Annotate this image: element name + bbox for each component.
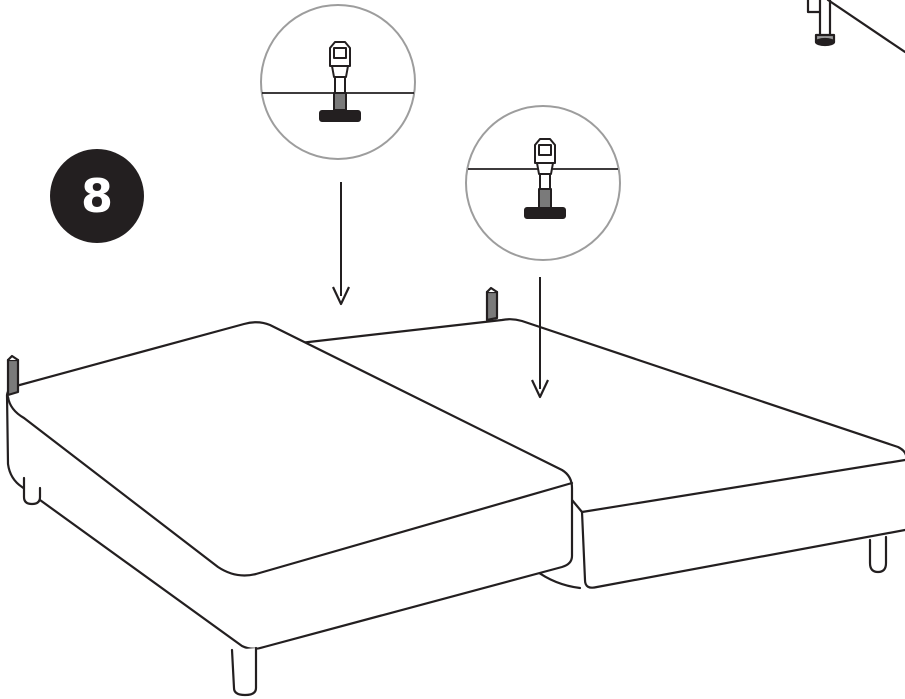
detail-left bbox=[261, 5, 415, 159]
right-base-leg bbox=[870, 537, 886, 572]
arrow-down-icon bbox=[532, 277, 548, 397]
left-bed-base bbox=[7, 322, 572, 695]
arrow-down-icon bbox=[333, 182, 349, 304]
detail-right bbox=[466, 106, 620, 260]
partial-frame-corner bbox=[808, 0, 905, 52]
right-base-bracket bbox=[487, 288, 497, 320]
left-base-leg-front bbox=[232, 648, 256, 695]
left-base-bracket bbox=[8, 356, 18, 395]
